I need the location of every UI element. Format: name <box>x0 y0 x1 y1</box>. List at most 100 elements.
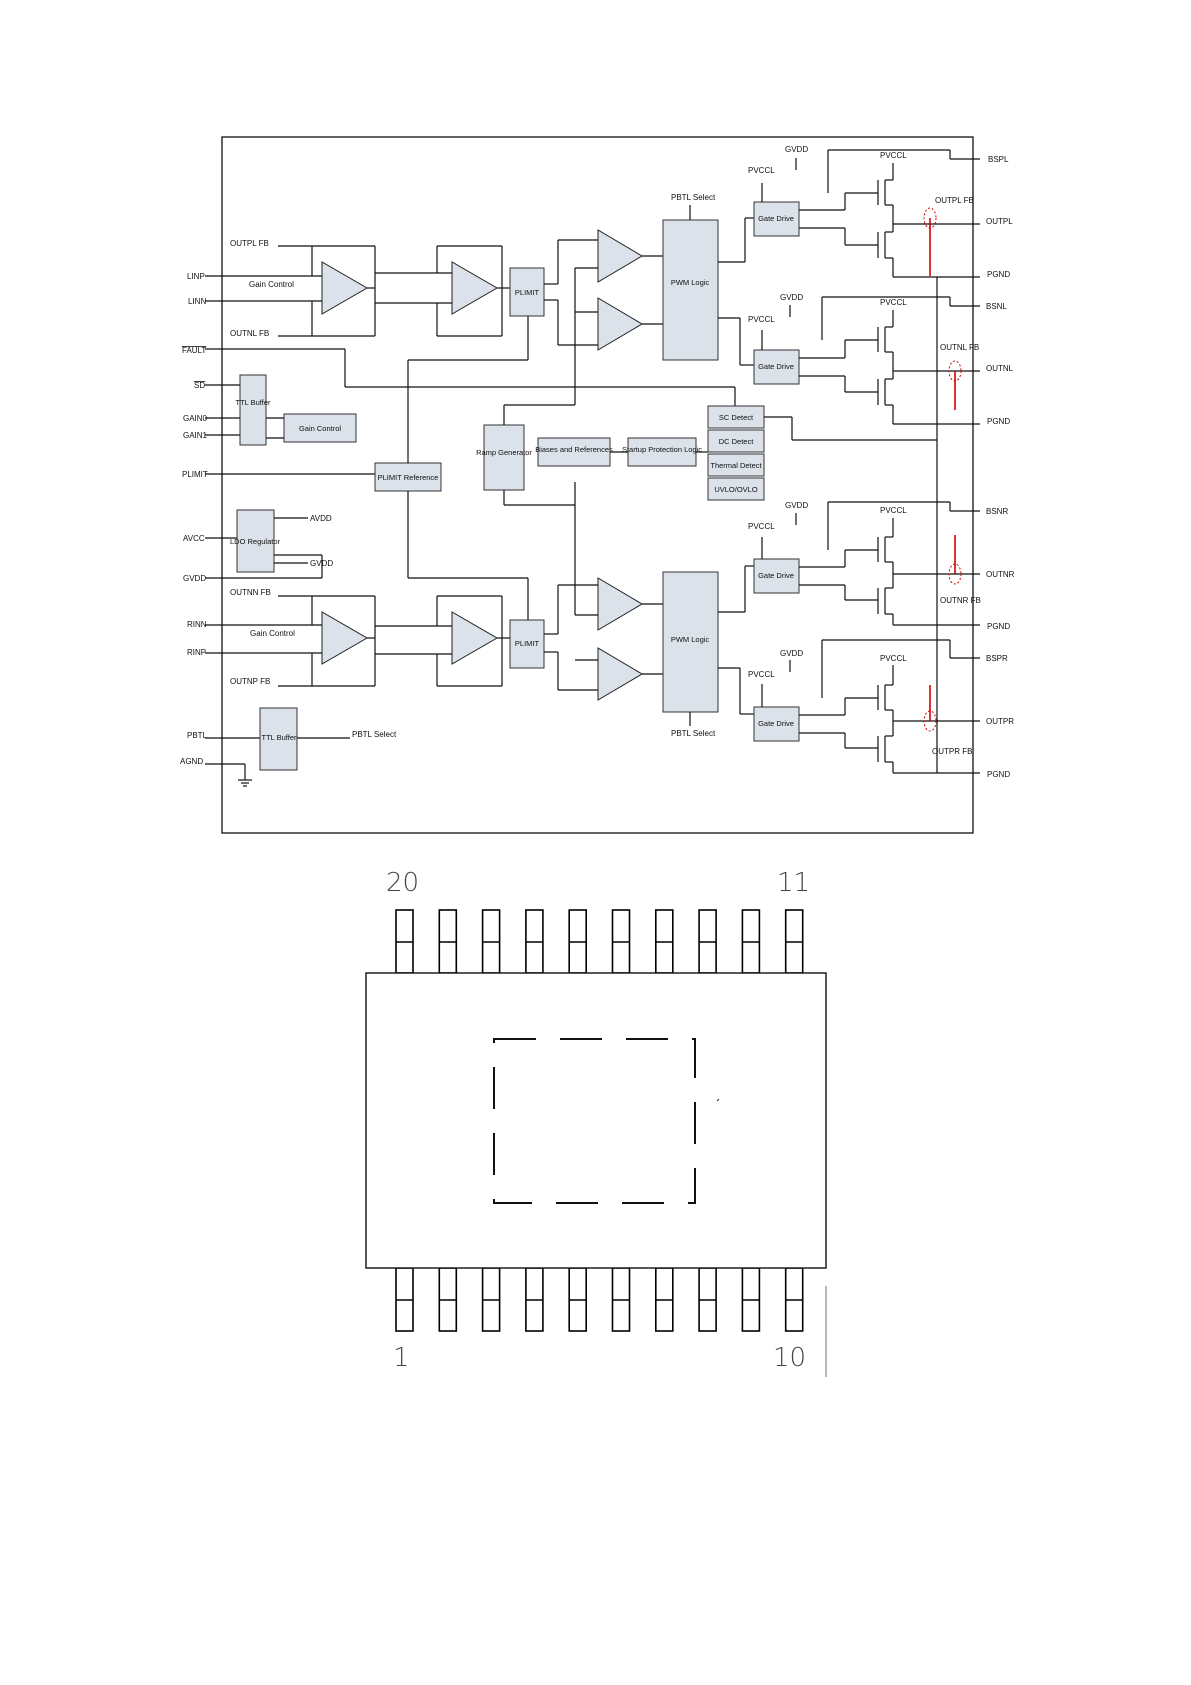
label-gvdd-3: GVDD <box>785 501 808 510</box>
pin-label-gain1: GAIN1 <box>183 431 208 440</box>
gate-drive-2-label: Gate Drive <box>758 362 794 371</box>
bottom-pins <box>395 1267 804 1332</box>
gate-drive-1-block <box>753 201 800 237</box>
label-pbtl-select-top: PBTL Select <box>671 193 716 202</box>
left-pin-labels: OUTPL FB LINP Gain Control LINN OUTNL FB… <box>180 239 295 766</box>
pin-number-11: 11 <box>777 868 810 898</box>
pin-label-outnp-fb: OUTNP FB <box>230 677 270 686</box>
pin-label-pgnd-3: PGND <box>987 622 1010 631</box>
dc-detect-label: DC Detect <box>719 437 755 446</box>
output-stages: Gate Drive Gate Drive Gate Drive Gate Dr… <box>748 145 981 774</box>
thermal-pad-outline <box>493 1038 696 1204</box>
pin-label-outpl: OUTPL <box>986 217 1013 226</box>
pwm-logic-top-label: PWM Logic <box>671 278 710 287</box>
pin-label-plimit: PLIMIT <box>182 470 208 479</box>
pin-label-outnn-fb: OUTNN FB <box>230 588 271 597</box>
label-pvccl-2: PVCCL <box>748 315 775 324</box>
label-gvdd-2: GVDD <box>780 293 803 302</box>
pin-label-bspr: BSPR <box>986 654 1008 663</box>
label-gvdd-out: GVDD <box>310 559 333 568</box>
pin-label-linp: LINP <box>187 272 205 281</box>
label-avdd: AVDD <box>310 514 332 523</box>
opamp-top-2 <box>451 261 498 315</box>
plimit-top-block <box>509 267 545 317</box>
ldo-regulator-block <box>236 509 275 573</box>
pwm-logic-top-block <box>662 219 719 361</box>
plimit-reference-label: PLIMIT Reference <box>378 473 439 482</box>
biases-references-label: Biases and References <box>535 445 613 454</box>
sc-detect-label: SC Detect <box>719 413 754 422</box>
ldo-regulator-label: LDO Regulator <box>230 537 281 546</box>
highlight-outnl-circle <box>948 360 962 382</box>
pin-label-bsnl: BSNL <box>986 302 1007 311</box>
label-pvccl-fet-1: PVCCL <box>880 151 907 160</box>
pin-label-avcc: AVCC <box>183 534 205 543</box>
opamp-top-1 <box>321 261 368 315</box>
plimit-top-label: PLIMIT <box>515 288 540 297</box>
ramp-generator-block <box>483 424 525 491</box>
label-outnr-fb: OUTNR FB <box>940 596 981 605</box>
plimit-reference-block <box>374 462 442 492</box>
gate-drive-2-block <box>753 349 800 385</box>
highlight-outpl-circle <box>923 207 937 229</box>
label-outnl-fb: OUTNL FB <box>940 343 979 352</box>
gate-drive-4-label: Gate Drive <box>758 719 794 728</box>
pin-label-rinn: RINN <box>187 620 207 629</box>
biases-references-block <box>537 437 611 467</box>
pin-number-20: 20 <box>386 868 419 898</box>
startup-protection-label: Startup Protection Logic <box>622 445 702 454</box>
ttl-buffer-2-label: TTL Buffer <box>261 733 297 742</box>
ttl-buffer-1-block <box>239 374 267 446</box>
thermal-detect-label: Thermal Detect <box>710 461 762 470</box>
label-pbtl-select-bottom: PBTL Select <box>671 729 716 738</box>
label-pvccl-4: PVCCL <box>748 670 775 679</box>
label-pvccl-3: PVCCL <box>748 522 775 531</box>
label-pvccl-fet-4: PVCCL <box>880 654 907 663</box>
label-gain-control-bottom: Gain Control <box>250 629 295 638</box>
pin-label-rinp: RINP <box>187 648 206 657</box>
pin-label-outnl: OUTNL <box>986 364 1014 373</box>
pin-label-sd: SD <box>194 381 205 390</box>
gain-control-block <box>283 413 357 443</box>
plimit-bottom-block <box>509 619 545 669</box>
pin-label-linn: LINN <box>188 297 206 306</box>
pin-label-bsnr: BSNR <box>986 507 1008 516</box>
top-pins <box>395 909 804 974</box>
package-drawing: 20 11 1 10 <box>365 868 827 1377</box>
highlight-outpr-circle <box>923 710 937 732</box>
label-pbtl-select-out: PBTL Select <box>352 730 397 739</box>
pin-label-gain0: GAIN0 <box>183 414 208 423</box>
gate-drive-3-block <box>753 558 800 594</box>
thermal-detect-block <box>707 453 765 477</box>
pin-label-agnd: AGND <box>180 757 203 766</box>
ttl-buffer-1-label: TTL Buffer <box>235 398 271 407</box>
ramp-generator-label: Ramp Generator <box>476 448 532 457</box>
label-outpl-fb: OUTPL FB <box>935 196 974 205</box>
gate-drive-4-block <box>753 706 800 742</box>
gate-drive-3-label: Gate Drive <box>758 571 794 580</box>
dc-detect-block <box>707 429 765 453</box>
label-pvccl-1: PVCCL <box>748 166 775 175</box>
pin-label-fault: FAULT <box>182 346 206 355</box>
gate-drive-1-label: Gate Drive <box>758 214 794 223</box>
pin-number-1: 1 <box>393 1343 410 1373</box>
label-gvdd-4: GVDD <box>780 649 803 658</box>
left-input-wires <box>205 275 736 787</box>
top-channel: PLIMIT PWM Logic PBTL Select <box>278 193 754 463</box>
pin-label-outnl-fb: OUTNL FB <box>230 329 269 338</box>
gain-control-label: Gain Control <box>299 424 341 433</box>
pin-number-10: 10 <box>773 1343 806 1373</box>
bottom-channel: PLIMIT PWM Logic PBTL Select <box>278 482 754 738</box>
pin-label-gvdd: GVDD <box>183 574 206 583</box>
pin-label-pbtl: PBTL <box>187 731 208 740</box>
pin-label-outnr: OUTNR <box>986 570 1015 579</box>
pin-label-outpl-fb: OUTPL FB <box>230 239 269 248</box>
package-body <box>365 972 827 1269</box>
label-gain-control-top: Gain Control <box>249 280 294 289</box>
uvlo-ovlo-block <box>707 477 765 501</box>
label-gvdd-1: GVDD <box>785 145 808 154</box>
pin-label-pgnd-2: PGND <box>987 417 1010 426</box>
pin-label-pgnd-1: PGND <box>987 270 1010 279</box>
pin-label-pgnd-4: PGND <box>987 770 1010 779</box>
